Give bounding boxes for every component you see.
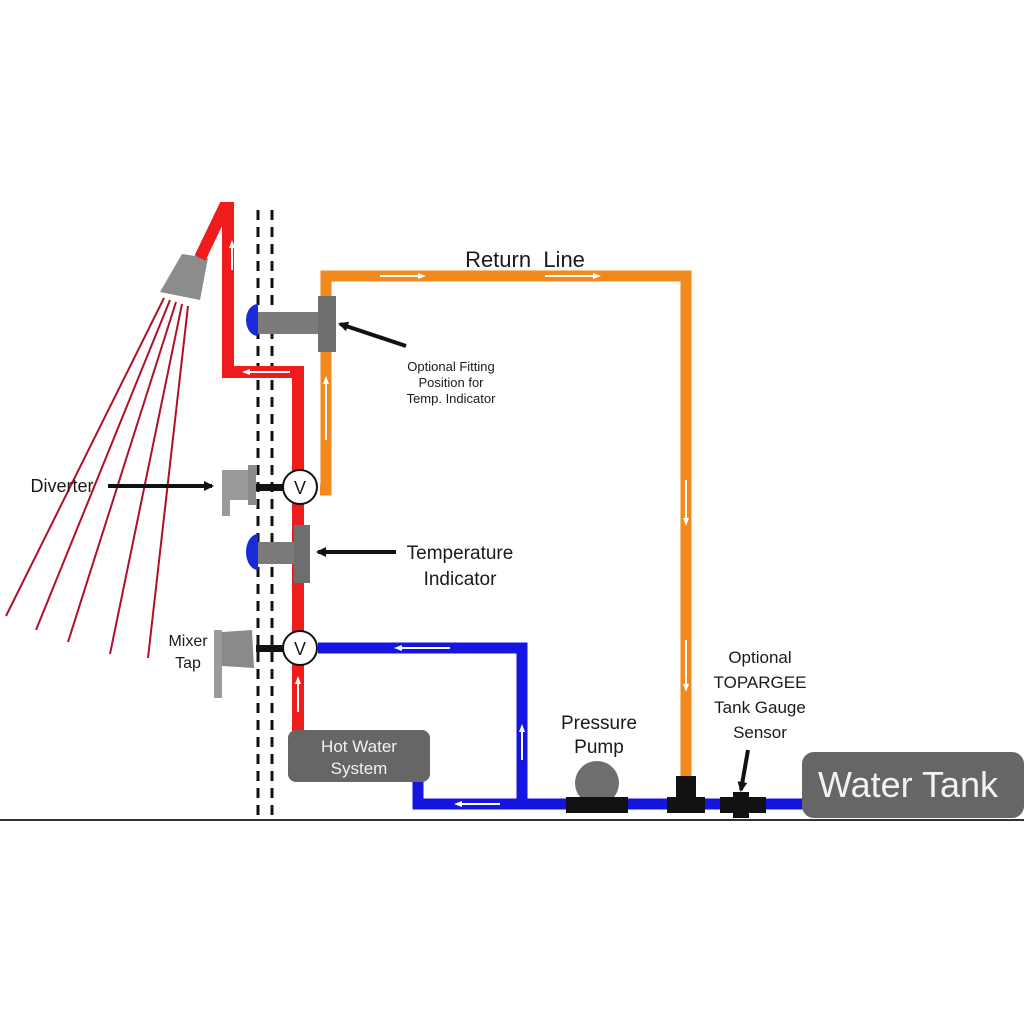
spray-line [67,301,177,643]
shower-head-icon [160,254,208,300]
sensor-label-2: TOPARGEE [714,673,807,692]
diverter-valve: V [282,469,318,505]
hot-water-system: Hot Water System [288,730,430,782]
optional-fitting-label-3: Temp. Indicator [407,391,497,406]
mixer-valve: V [282,630,318,666]
pump-label-2: Pump [574,737,624,758]
spray-line [109,303,183,655]
tank-gauge-sensor-icon [720,792,766,818]
diverter-icon [222,465,286,516]
water-tank: Water Tank [802,752,1024,818]
optional-fitting-label-2: Position for [418,375,484,390]
mixer-label-2: Tap [175,655,201,672]
spray-line [147,305,189,659]
shower-spray [5,297,189,659]
temp-indicator-label-1: Temperature [407,543,514,564]
water-tank-label: Water Tank [818,764,999,805]
sensor-label-3: Tank Gauge [714,698,806,717]
hot-water-label-2: System [331,759,388,778]
hot-pipe [194,202,304,740]
spray-line [35,299,171,631]
sensor-callout-arrow [737,749,750,792]
mixer-tap-icon [214,630,286,698]
optional-temp-fitting [246,296,336,352]
valve-label: V [294,478,306,498]
return-line-pipe [320,270,692,780]
wall [256,210,274,820]
fitting-callout-arrow [338,321,407,348]
optional-fitting-label-1: Optional Fitting [407,359,494,374]
hot-water-label-1: Hot Water [321,737,397,756]
mixer-label-1: Mixer [168,633,208,650]
diverter-label: Diverter [30,476,93,496]
temperature-indicator-icon [246,525,310,583]
return-line-label: Return Line [465,247,585,272]
pump-label-1: Pressure [561,713,637,734]
return-tee-fitting [667,776,705,813]
valve-label: V [294,639,306,659]
sensor-label-1: Optional [728,648,791,667]
pressure-pump-icon [566,761,628,813]
sensor-label-4: Sensor [733,723,787,742]
temp-indicator-label-2: Indicator [424,569,498,590]
spray-line [5,297,165,617]
